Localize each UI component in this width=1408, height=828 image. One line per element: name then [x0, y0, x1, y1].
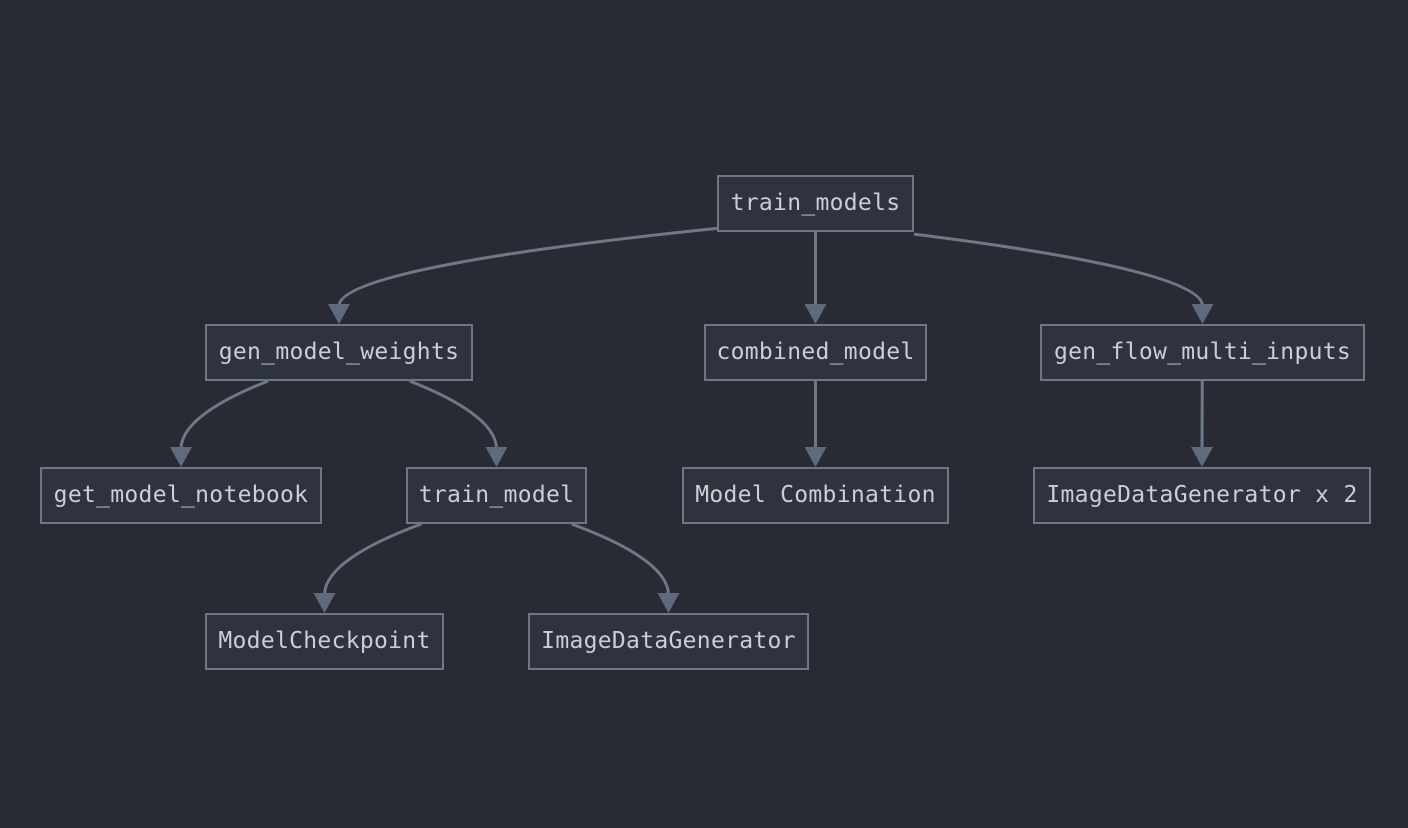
arrowhead-icon	[657, 593, 680, 613]
node-combined_model: combined_model	[704, 324, 927, 381]
node-label: gen_flow_multi_inputs	[1053, 339, 1352, 365]
arrowhead-icon	[804, 447, 827, 467]
edge-train_models-to-gen_flow_multi_inputs	[913, 232, 1204, 307]
node-label: get_model_notebook	[53, 482, 309, 508]
arrowhead-icon	[485, 447, 508, 467]
edge-train_models-to-gen_model_weights	[337, 226, 718, 307]
node-label: ImageDataGenerator x 2	[1046, 482, 1358, 508]
arrowhead-icon	[328, 304, 350, 324]
node-label: train_models	[730, 190, 901, 216]
node-train_model: train_model	[406, 467, 587, 524]
node-gen_model_weights: gen_model_weights	[205, 324, 473, 381]
node-gen_flow_multi_inputs: gen_flow_multi_inputs	[1040, 324, 1365, 381]
edge-train_model-to-model_checkpoint	[323, 522, 422, 596]
arrowhead-icon	[804, 304, 827, 324]
node-label: Model Combination	[695, 482, 936, 508]
edge-gen_model_weights-to-train_model	[409, 379, 498, 450]
edge-gen_model_weights-to-get_model_notebook	[179, 379, 269, 450]
node-label: train_model	[418, 482, 575, 508]
arrowhead-icon	[1191, 304, 1214, 324]
node-label: gen_model_weights	[218, 339, 460, 365]
node-label: combined_model	[716, 339, 915, 365]
arrowhead-icon	[313, 593, 336, 613]
node-model_combination: Model Combination	[682, 467, 949, 524]
node-train_models: train_models	[717, 175, 914, 232]
node-image_data_generator_x2: ImageDataGenerator x 2	[1033, 467, 1371, 524]
node-get_model_notebook: get_model_notebook	[40, 467, 322, 524]
node-image_data_generator: ImageDataGenerator	[528, 613, 809, 670]
arrowhead-icon	[1191, 447, 1213, 467]
node-label: ImageDataGenerator	[541, 628, 796, 654]
edge-train_model-to-image_data_generator	[571, 522, 670, 596]
node-model_checkpoint: ModelCheckpoint	[205, 613, 444, 670]
node-label: ModelCheckpoint	[218, 628, 431, 654]
arrowhead-icon	[170, 447, 192, 467]
